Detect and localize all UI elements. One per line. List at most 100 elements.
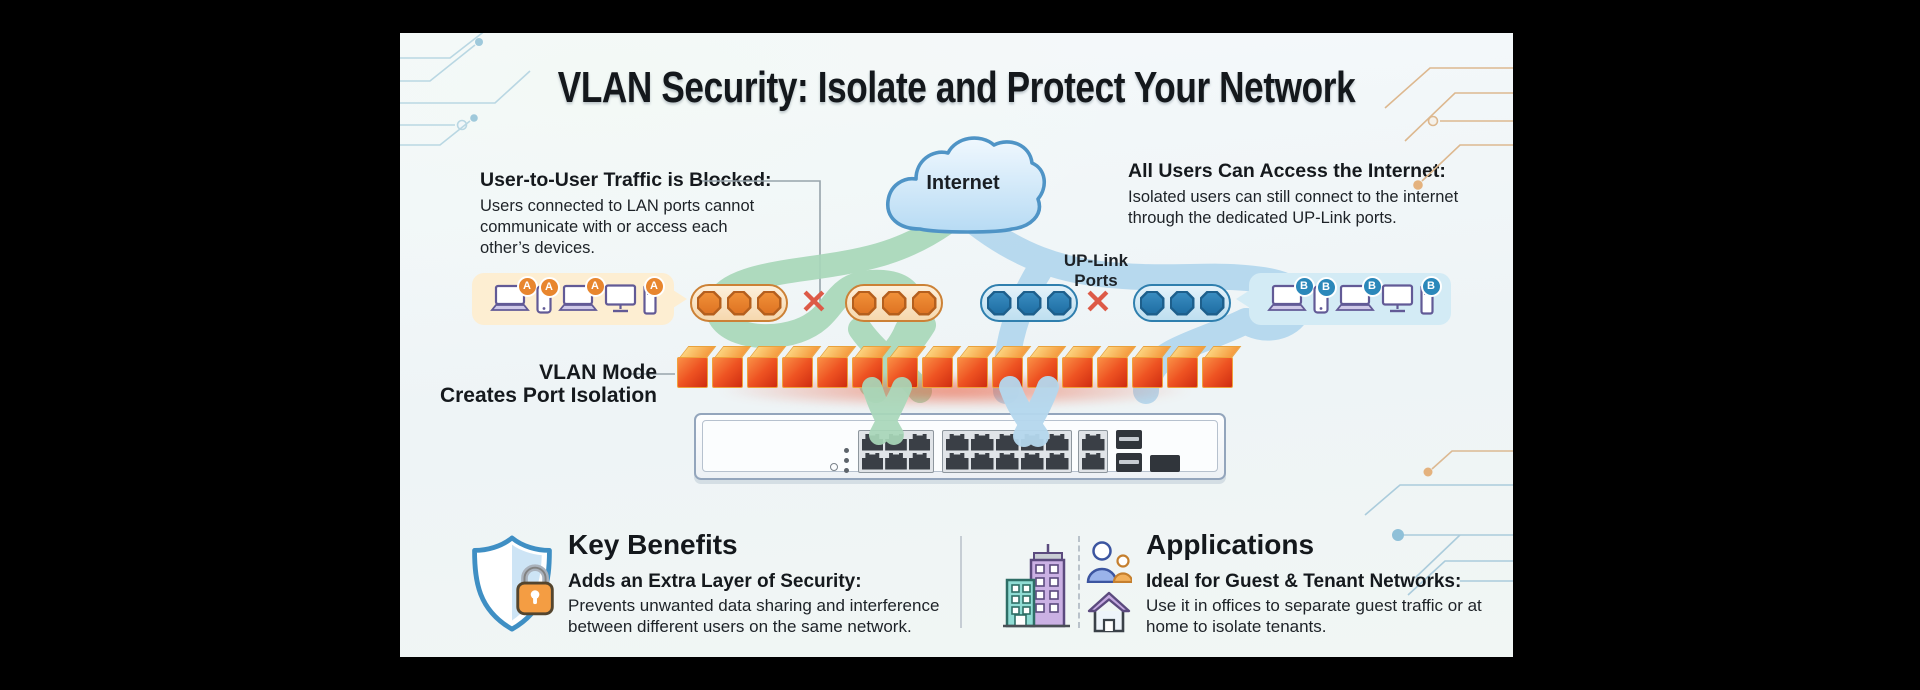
vlan-mode-line2: Creates Port Isolation xyxy=(439,383,657,407)
vlan-mode-label: VLAN Mode Creates Port Isolation xyxy=(435,361,657,407)
rj45-port-icon xyxy=(970,452,994,470)
switch-led xyxy=(844,448,849,453)
firewall-cube xyxy=(922,346,962,388)
port-b-icon xyxy=(1169,290,1195,316)
rj45-port-icon xyxy=(861,452,884,470)
sfp-module-icon xyxy=(1116,453,1142,472)
applications-section: Applications Ideal for Guest & Tenant Ne… xyxy=(1146,529,1506,638)
laptop-icon: B xyxy=(1334,276,1383,314)
applications-subheading: Ideal for Guest & Tenant Networks: xyxy=(1146,571,1462,592)
switch-port-bank-1 xyxy=(858,430,934,473)
vlan-a-port-group-1 xyxy=(690,284,788,322)
switch-led-ring xyxy=(830,463,838,471)
phone-icon: B xyxy=(1312,276,1337,314)
port-a-icon xyxy=(726,290,752,316)
port-b-icon xyxy=(1016,290,1042,316)
rj45-port-icon xyxy=(1081,433,1105,451)
network-switch xyxy=(694,413,1226,480)
applications-heading: Applications xyxy=(1146,529,1315,560)
key-benefits-section: Key Benefits Adds an Extra Layer of Secu… xyxy=(568,529,954,638)
circuit-traces-bottom-right xyxy=(1364,484,1513,596)
blocked-x-icon: ✕ xyxy=(1084,283,1112,320)
house-icon xyxy=(1087,591,1131,633)
firewall-cube xyxy=(1027,346,1067,388)
port-a-icon xyxy=(881,290,907,316)
rj45-port-icon xyxy=(908,433,931,451)
firewall-cube xyxy=(782,346,822,388)
vlan-badge: A xyxy=(584,276,606,297)
rj45-port-icon xyxy=(1081,452,1105,470)
rj45-port-icon xyxy=(1020,433,1044,451)
phone-icon: A xyxy=(535,276,560,314)
benefits-heading: Key Benefits xyxy=(568,529,738,560)
port-b-icon xyxy=(1199,290,1225,316)
rj45-port-icon xyxy=(1045,452,1069,470)
uplink-ports-label: UP-Link Ports xyxy=(1063,251,1129,290)
laptop-icon: B xyxy=(1266,276,1315,314)
note-left-body: Users connected to LAN ports cannot comm… xyxy=(480,197,755,257)
firewall-cube xyxy=(957,346,997,388)
vlan-badge: B xyxy=(1420,275,1442,297)
internet-cloud-icon xyxy=(886,136,1046,234)
page-title: VLAN Security: Isolate and Protect Your … xyxy=(557,63,1356,112)
switch-led xyxy=(844,458,849,463)
shield-lock-icon xyxy=(472,535,554,632)
note-user-traffic-blocked: User-to-User Traffic is Blocked: Users c… xyxy=(480,169,780,259)
firewall-cube xyxy=(1167,346,1207,388)
blocked-x-icon: ✕ xyxy=(800,283,828,320)
desktop-icon xyxy=(1381,284,1414,314)
port-b-icon xyxy=(986,290,1012,316)
applications-body: Use it in offices to separate guest traf… xyxy=(1146,596,1482,637)
people-icon xyxy=(1086,541,1132,583)
firewall-cube xyxy=(992,346,1032,388)
port-b-icon xyxy=(1139,290,1165,316)
sfp-port-icon xyxy=(1150,455,1180,472)
note-right-heading: All Users Can Access the Internet: xyxy=(1128,160,1446,182)
vlan-b-port-group-2 xyxy=(1133,284,1231,322)
port-a-icon xyxy=(911,290,937,316)
note-left-heading: User-to-User Traffic is Blocked: xyxy=(480,169,772,191)
rj45-port-icon xyxy=(970,433,994,451)
circuit-traces-right xyxy=(1423,450,1513,477)
firewall-cube xyxy=(817,346,857,388)
sfp-module-icon xyxy=(1116,430,1142,449)
firewall-cube xyxy=(1132,346,1172,388)
switch-port-bank-2 xyxy=(942,430,1072,473)
vlan-badge: A xyxy=(643,275,665,297)
vlan-badge: B xyxy=(1361,276,1383,297)
section-divider xyxy=(960,536,962,628)
icon-divider xyxy=(1078,536,1080,628)
laptop-icon: A xyxy=(557,276,606,314)
firewall-band xyxy=(677,346,1242,388)
port-a-icon xyxy=(756,290,782,316)
firewall-cube xyxy=(712,346,752,388)
rj45-port-icon xyxy=(885,433,907,451)
firewall-cube xyxy=(1202,346,1242,388)
benefits-subheading: Adds an Extra Layer of Security: xyxy=(568,571,862,592)
port-a-icon xyxy=(851,290,877,316)
tower-icon: B xyxy=(1419,275,1442,315)
laptop-icon: A xyxy=(489,276,538,314)
firewall-cube xyxy=(1097,346,1137,388)
vlan-b-port-group-1 xyxy=(980,284,1078,322)
firewall-cube xyxy=(747,346,787,388)
port-b-icon xyxy=(1046,290,1072,316)
vlan-a-port-group-2 xyxy=(845,284,943,322)
rj45-port-icon xyxy=(885,452,907,470)
vlan-mode-line1: VLAN Mode xyxy=(539,361,657,384)
rj45-port-icon xyxy=(945,452,969,470)
note-right-body: Isolated users can still connect to the … xyxy=(1128,188,1459,227)
vlan-badge: B xyxy=(1293,276,1315,297)
rj45-port-icon xyxy=(1020,452,1044,470)
port-a-icon xyxy=(696,290,722,316)
firewall-cube xyxy=(852,346,892,388)
vlan-badge: A xyxy=(516,276,538,297)
note-internet-access: All Users Can Access the Internet: Isola… xyxy=(1128,160,1480,229)
rj45-port-icon xyxy=(945,433,969,451)
internet-label: Internet xyxy=(926,172,1000,194)
buildings-icon xyxy=(1003,544,1070,628)
firewall-cube xyxy=(887,346,927,388)
